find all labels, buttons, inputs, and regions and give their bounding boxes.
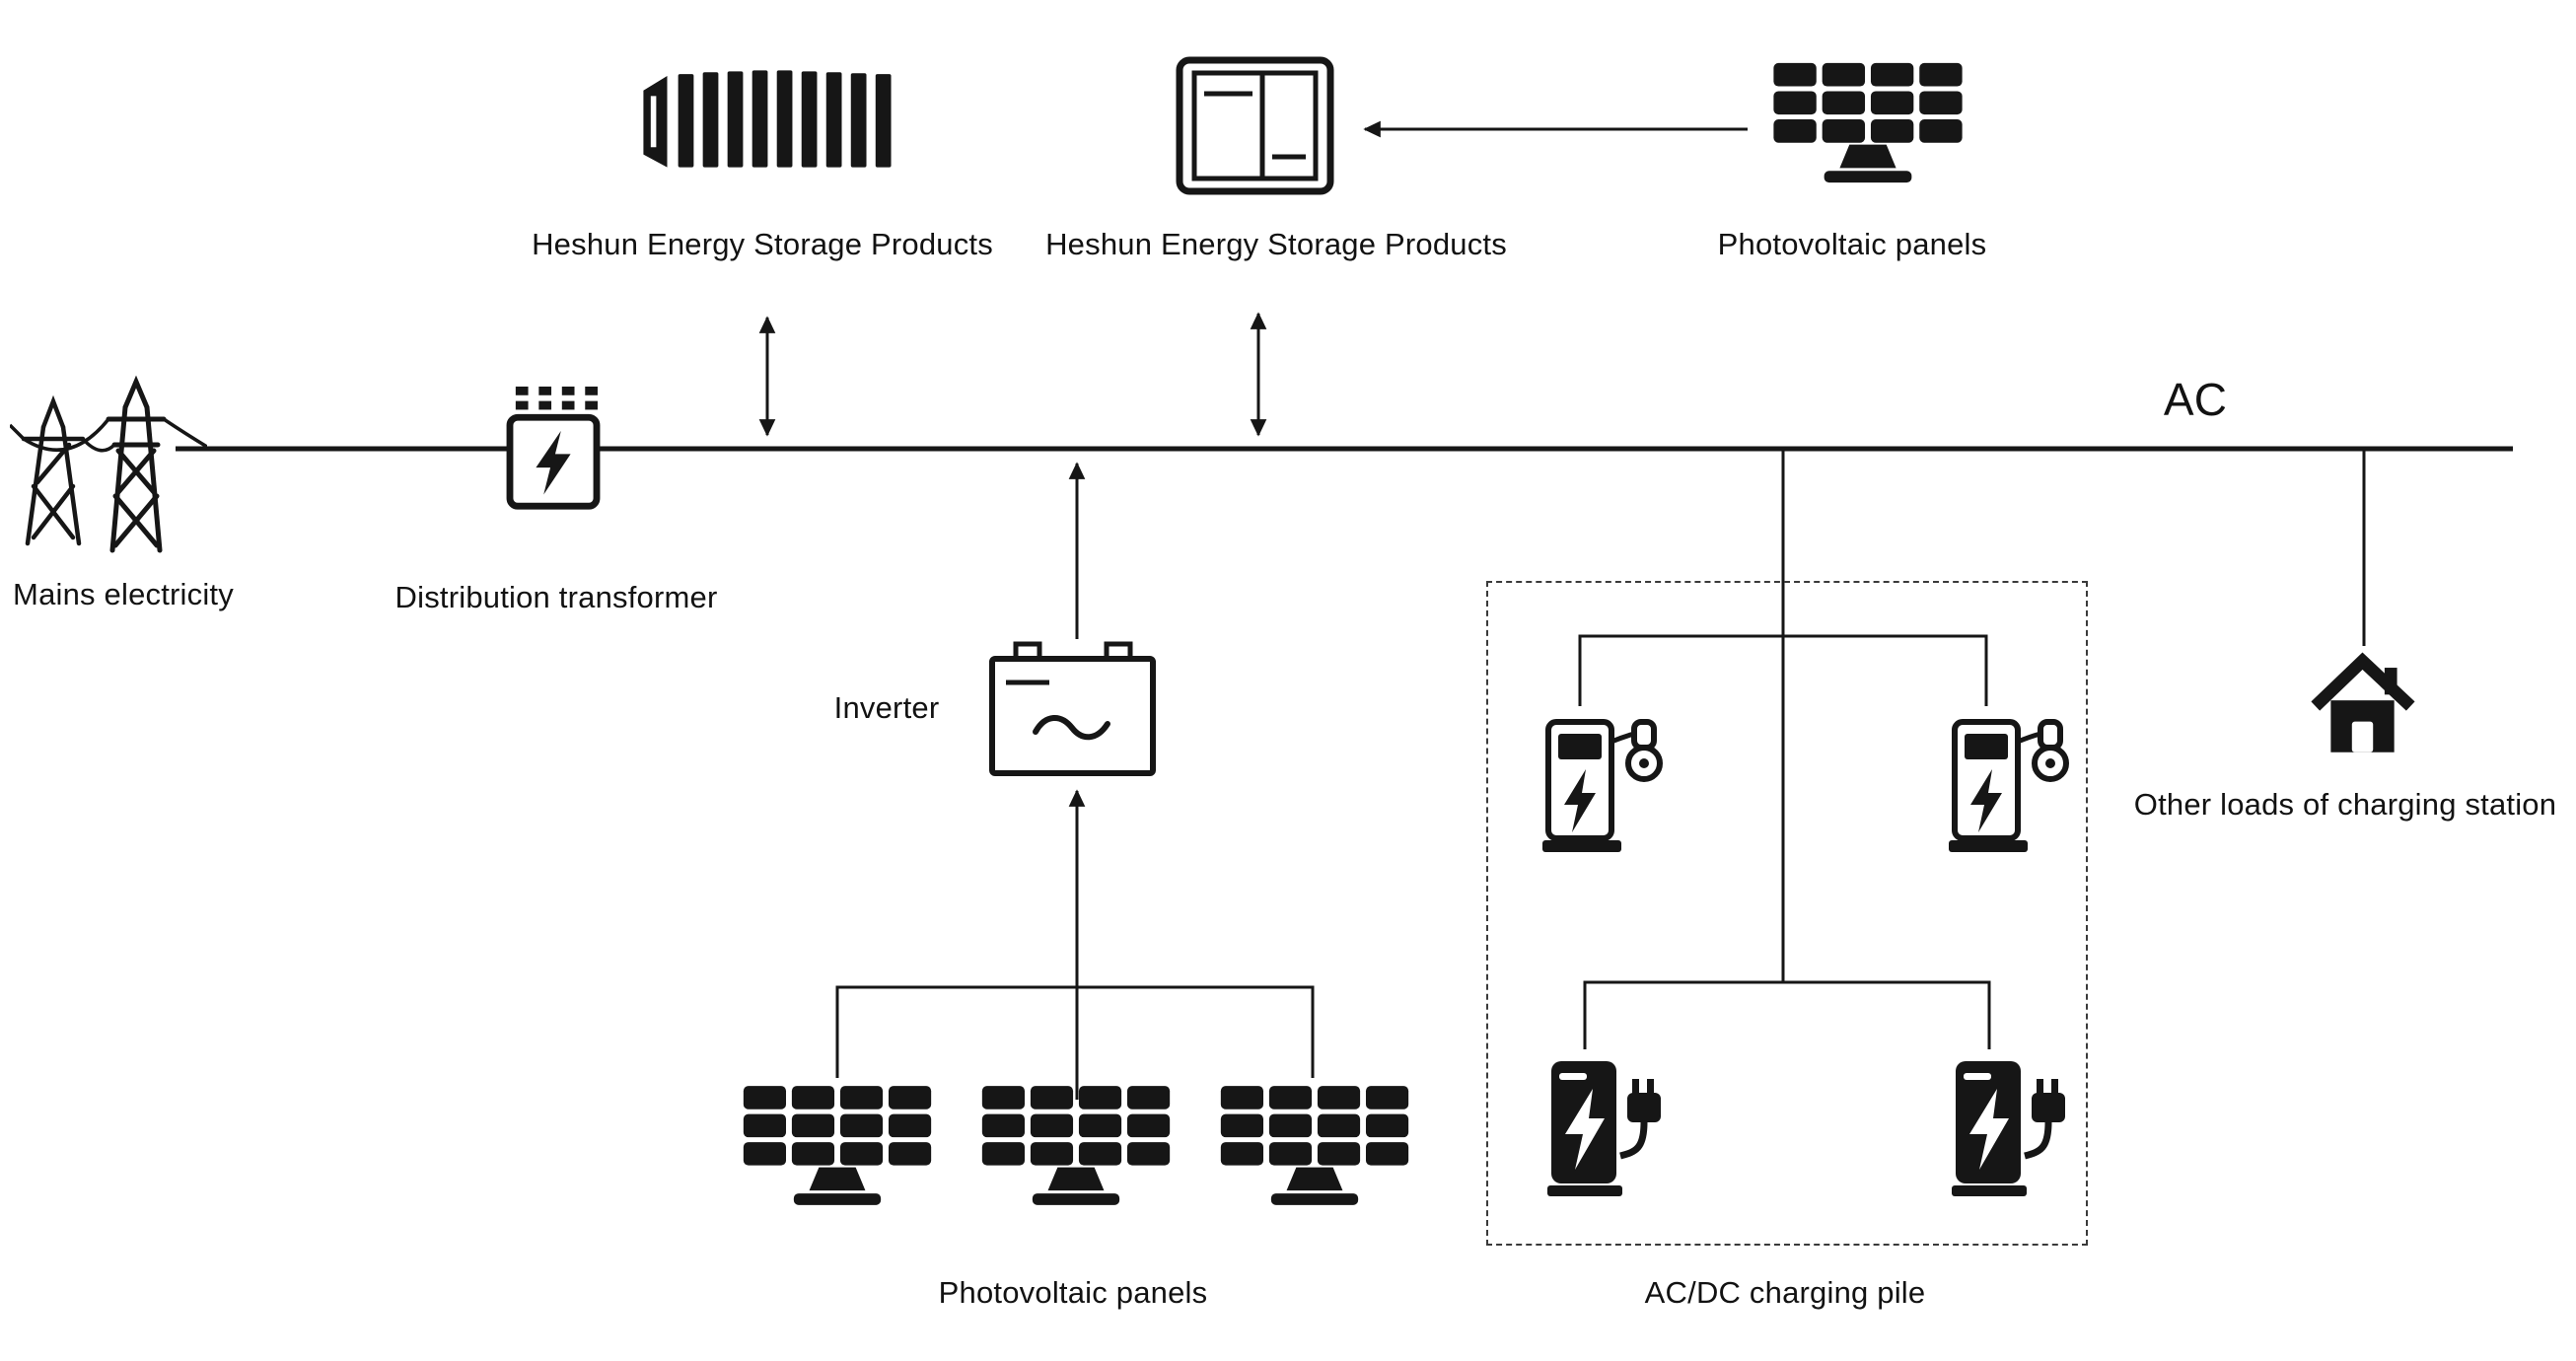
pv-array-bracket bbox=[835, 985, 1315, 1078]
pv-panel-icon bbox=[736, 1078, 939, 1214]
ac-charging-pile-icon bbox=[1947, 708, 2075, 866]
pv-panel-icon bbox=[1213, 1078, 1416, 1214]
distribution-transformer-icon bbox=[499, 385, 608, 515]
storage-container-label: Heshun Energy Storage Products bbox=[532, 227, 993, 261]
pv-bottom-label: Photovoltaic panels bbox=[938, 1275, 1208, 1310]
pv-panels-top-icon bbox=[1765, 55, 1970, 191]
mains-label: Mains electricity bbox=[13, 577, 234, 611]
charging-pile-label: AC/DC charging pile bbox=[1644, 1275, 1926, 1310]
transformer-label: Distribution transformer bbox=[394, 580, 718, 614]
dc-charging-pile-icon bbox=[1545, 1051, 1674, 1209]
pv-top-label: Photovoltaic panels bbox=[1717, 227, 1987, 261]
mains-electricity-icon bbox=[10, 368, 207, 555]
inverter-icon bbox=[986, 641, 1159, 779]
pv-panel-icon bbox=[974, 1078, 1178, 1214]
energy-storage-container-icon bbox=[636, 57, 910, 181]
charging-pile-group-box bbox=[1486, 581, 2088, 1246]
energy-storage-cabinet-icon bbox=[1174, 54, 1336, 197]
dc-charging-pile-icon bbox=[1950, 1051, 2078, 1209]
ac-piles-bracket bbox=[1578, 634, 1988, 706]
inverter-label: Inverter bbox=[833, 690, 940, 725]
dc-piles-bracket bbox=[1583, 980, 1991, 1049]
storage-cabinet-label: Heshun Energy Storage Products bbox=[1045, 227, 1507, 261]
other-loads-label: Other loads of charging station bbox=[2133, 787, 2557, 822]
house-icon bbox=[2308, 648, 2418, 764]
ac-charging-pile-icon bbox=[1540, 708, 1669, 866]
ac-bus-label: AC bbox=[2163, 374, 2228, 425]
